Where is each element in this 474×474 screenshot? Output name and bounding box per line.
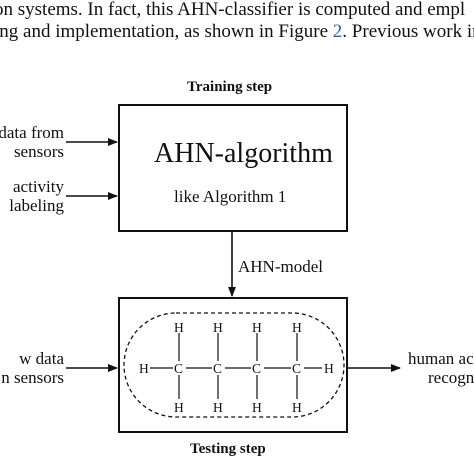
- testing-step-title: Testing step: [190, 441, 266, 457]
- paper-text-line-1: on systems. In fact, this AHN-classifier…: [0, 0, 466, 20]
- hydrogen-atom: H: [213, 400, 223, 415]
- input-data-from-label: data from: [0, 123, 64, 142]
- training-step-title: Training step: [187, 79, 273, 95]
- carbon-atom: C: [292, 361, 302, 376]
- carbon-atom: C: [213, 361, 223, 376]
- hydrogen-atom: H: [213, 320, 223, 335]
- hydrogen-atom: H: [139, 361, 149, 376]
- molecule-bonds: [150, 333, 322, 399]
- paper-text-segment: . Previous work in t: [342, 21, 474, 42]
- testing-box: [118, 297, 348, 433]
- molecule-enclosure: [123, 312, 345, 418]
- output-recognition-label: recogni: [428, 368, 474, 387]
- ahn-algorithm-box: [118, 104, 348, 232]
- paper-text-line-2: ing and implementation, as shown in Figu…: [0, 22, 474, 41]
- hydrogen-atom: H: [252, 400, 262, 415]
- hydrogen-atom: H: [292, 320, 302, 335]
- carbon-atom: C: [174, 361, 184, 376]
- hydrogen-atom: H: [324, 361, 334, 376]
- ahn-algorithm-subtitle: like Algorithm 1: [174, 187, 287, 206]
- input-sensors-label: sensors: [13, 142, 64, 161]
- figure-link[interactable]: 2: [332, 21, 343, 42]
- raw-data-label: w data: [19, 349, 64, 368]
- output-human-activity-label: human ac: [408, 349, 474, 368]
- from-sensors-label: n sensors: [1, 368, 64, 387]
- input-activity-label: activity: [13, 177, 64, 196]
- ahn-algorithm-title: AHN-algorithm: [154, 138, 333, 169]
- carbon-atom: C: [252, 361, 262, 376]
- hydrogen-atom: H: [174, 400, 184, 415]
- input-labeling-label: labeling: [9, 196, 64, 215]
- hydrogen-atom: H: [174, 320, 184, 335]
- hydrogen-atom: H: [292, 400, 302, 415]
- hydrogen-atom: H: [252, 320, 262, 335]
- paper-text-segment: ing and implementation, as shown in Figu…: [0, 21, 333, 42]
- ahn-model-label: AHN-model: [238, 257, 323, 276]
